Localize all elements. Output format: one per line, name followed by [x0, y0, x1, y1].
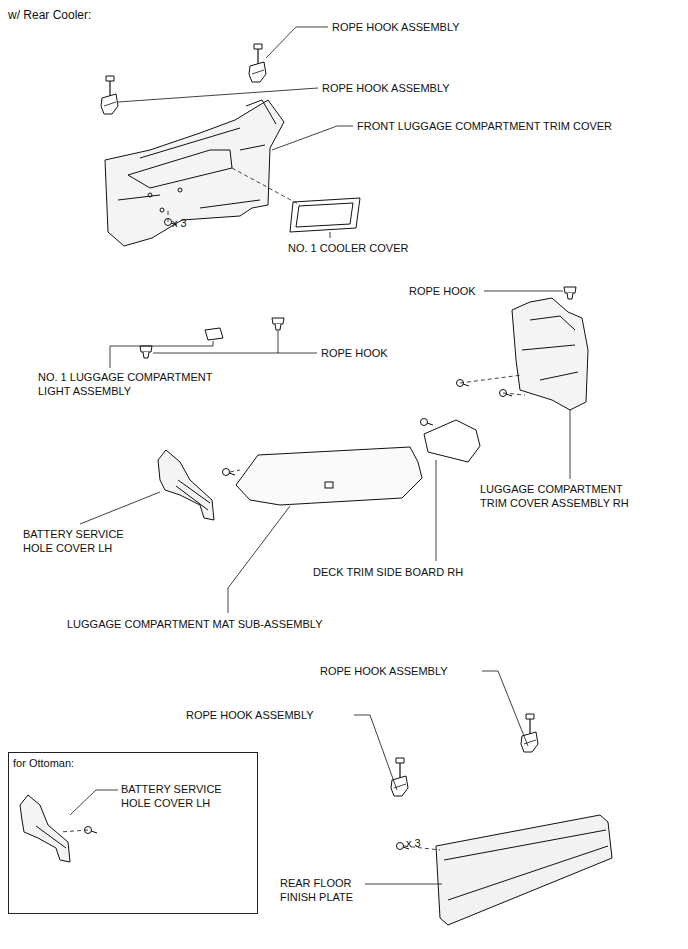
part-name: BATTERY SERVICE HOLE COVER LH — [121, 782, 239, 810]
part-name: ROPE HOOK ASSEMBLY — [186, 708, 314, 722]
part-name: ROPE HOOK ASSEMBLY — [320, 664, 448, 678]
part-name: DECK TRIM SIDE BOARD RH — [313, 565, 463, 579]
variant-heading: w/ Rear Cooler: — [8, 8, 91, 22]
part-name: LUGGAGE COMPARTMENT TRIM COVER ASSEMBLY … — [480, 482, 650, 510]
part-name: BATTERY SERVICE HOLE COVER LH — [23, 527, 141, 555]
part-name: ROPE HOOK — [321, 346, 388, 360]
fasteners — [85, 44, 577, 850]
leader-lines — [70, 27, 570, 884]
part-name: ROPE HOOK ASSEMBLY — [332, 20, 460, 34]
variant-box: for Ottoman: BATTERY SERVICE HOLE COVER L… — [8, 752, 258, 914]
assembly-lines — [60, 168, 525, 850]
part-outlines — [20, 100, 612, 925]
quantity-note: x 3 — [172, 216, 187, 230]
box-heading: for Ottoman: — [13, 756, 74, 770]
part-name: ROPE HOOK — [409, 284, 476, 298]
part-name: NO. 1 LUGGAGE COMPARTMENT LIGHT ASSEMBLY — [38, 370, 228, 398]
quantity-note: x 3 — [406, 836, 421, 850]
part-name: FRONT LUGGAGE COMPARTMENT TRIM COVER — [357, 119, 612, 133]
part-name: REAR FLOOR FINISH PLATE — [280, 876, 378, 904]
part-name: LUGGAGE COMPARTMENT MAT SUB-ASSEMBLY — [67, 617, 323, 631]
part-name: NO. 1 COOLER COVER — [288, 241, 408, 255]
part-name: ROPE HOOK ASSEMBLY — [322, 81, 450, 95]
